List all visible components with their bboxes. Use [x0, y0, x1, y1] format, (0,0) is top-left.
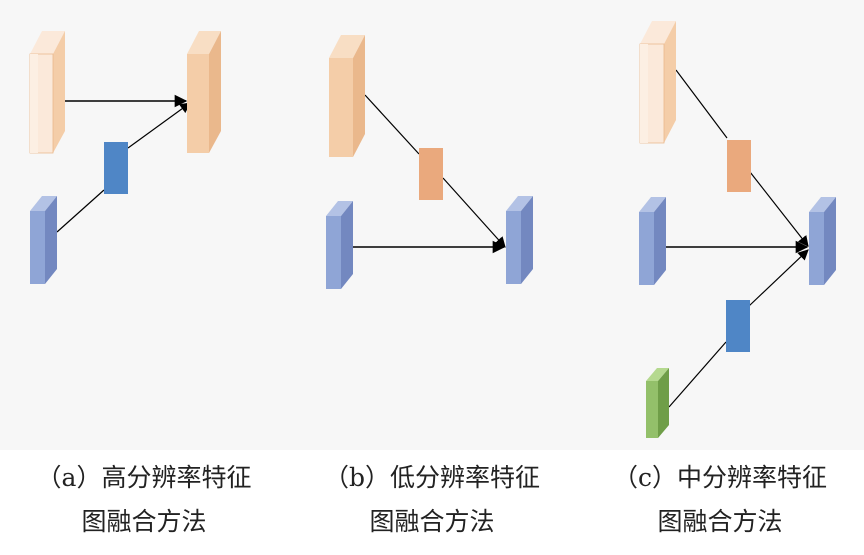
feature-map-block-a-output	[187, 31, 221, 153]
caption-b: （b）低分辨率特征 图融合方法	[288, 456, 576, 544]
caption-c-line1: （c）中分辨率特征	[612, 463, 827, 492]
line-c-green-to-fusion2	[668, 341, 727, 408]
feature-map-block-c-mid-res	[639, 197, 666, 285]
feature-map-block-c-high-res	[639, 21, 676, 144]
arrow-a-fusion-to-output	[127, 102, 191, 149]
caption-b-line1: （b）低分辨率特征	[323, 463, 540, 492]
feature-map-block-c-low-res	[646, 368, 669, 438]
line-a-low-to-fusion	[56, 189, 105, 233]
arrow-c-fusion-to-output	[749, 171, 809, 247]
feature-map-block-a-high-res	[29, 31, 65, 154]
feature-map-block-c-output	[809, 197, 836, 285]
arrow-c-fusion2-to-output	[748, 249, 809, 307]
feature-map-block-b-output	[506, 196, 533, 284]
caption-a-line2: 图融合方法	[81, 507, 207, 536]
panel-b	[326, 35, 533, 289]
caption-b-line2: 图融合方法	[369, 507, 495, 536]
panel-c	[639, 21, 836, 438]
line-b-high-to-fusion	[364, 94, 420, 155]
feature-map-block-a-low-res	[30, 196, 57, 284]
caption-a: （a）高分辨率特征 图融合方法	[0, 456, 288, 544]
caption-a-line1: （a）高分辨率特征	[36, 463, 252, 492]
fusion-module-block-b	[419, 148, 443, 200]
arrow-b-fusion-to-output	[442, 177, 506, 248]
caption-c-line2: 图融合方法	[657, 507, 783, 536]
fusion-module-block-a	[104, 142, 128, 194]
fusion-module-block-c-bottom	[726, 300, 750, 352]
fusion-diagram	[29, 21, 836, 438]
feature-map-block-b-low-res	[326, 201, 353, 289]
feature-map-block-b-high-res	[329, 35, 365, 157]
diagram-canvas	[29, 21, 836, 438]
line-c-high-to-fusion	[675, 69, 728, 139]
fusion-module-block-c-top	[727, 140, 751, 192]
panel-a	[29, 31, 221, 284]
caption-c: （c）中分辨率特征 图融合方法	[576, 456, 864, 544]
